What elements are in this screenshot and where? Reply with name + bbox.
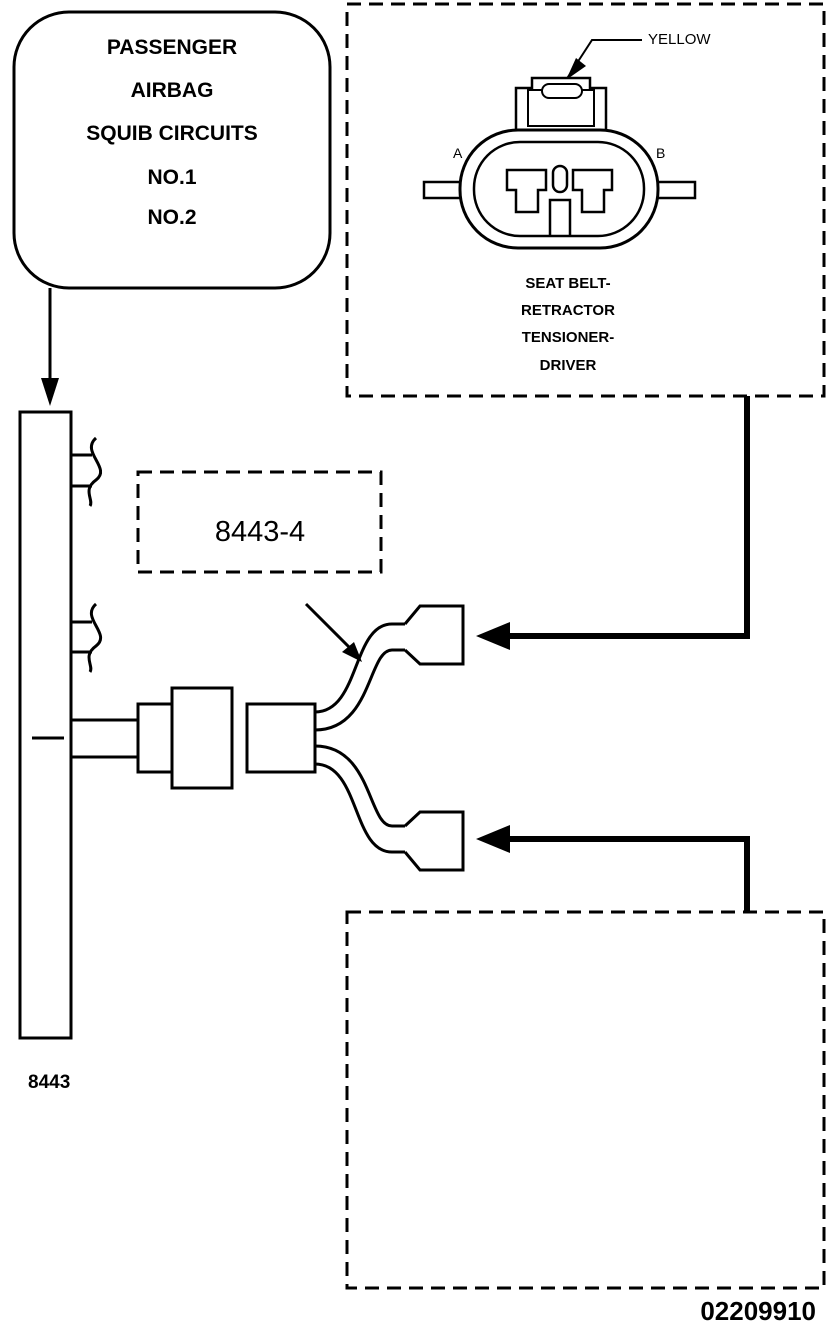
connector-face [422, 76, 697, 250]
callout-arrow [41, 288, 59, 406]
pin-b-label: B [656, 145, 665, 161]
connector-ref-label: 8443-4 [215, 516, 305, 548]
figure-id: 02209910 [700, 1296, 816, 1326]
connector-detail-box: YELLOW A B SEAT BELT- RETRACTOR TENSIONE… [345, 2, 826, 398]
caption-line-2: RETRACTOR [521, 302, 615, 319]
harness-label: 8443 [28, 1072, 70, 1093]
empty-detail-box [345, 910, 826, 1290]
caption-line-4: DRIVER [540, 357, 597, 374]
callout-line-2: AIRBAG [131, 79, 214, 102]
caption-line-3: TENSIONER- [522, 329, 615, 346]
detail-leader-upper [476, 396, 750, 650]
inline-connector-female [245, 702, 317, 774]
callout-line-5: NO.2 [147, 206, 196, 229]
airbag-callout: PASSENGER AIRBAG SQUIB CIRCUITS NO.1 NO.… [12, 10, 332, 290]
terminal-upper [403, 604, 465, 666]
inline-connector-male [136, 702, 174, 774]
branch-stub-upper [71, 436, 103, 507]
pin-a-label: A [453, 145, 463, 161]
callout-line-1: PASSENGER [107, 36, 237, 59]
harness-8443: 8443 [18, 410, 73, 1093]
main-branch [71, 686, 317, 790]
wire-color-label: YELLOW [648, 31, 711, 48]
detail-leader-lower [476, 825, 750, 912]
inline-connector-housing [170, 686, 234, 790]
pigtail-wires [314, 604, 465, 872]
callout-line-3: SQUIB CIRCUITS [86, 122, 258, 145]
branch-stub-middle [71, 602, 103, 673]
connector-ref-callout: 8443-4 [136, 470, 383, 662]
caption-line-1: SEAT BELT- [525, 275, 610, 292]
callout-line-4: NO.1 [147, 166, 196, 189]
terminal-lower [403, 810, 465, 872]
